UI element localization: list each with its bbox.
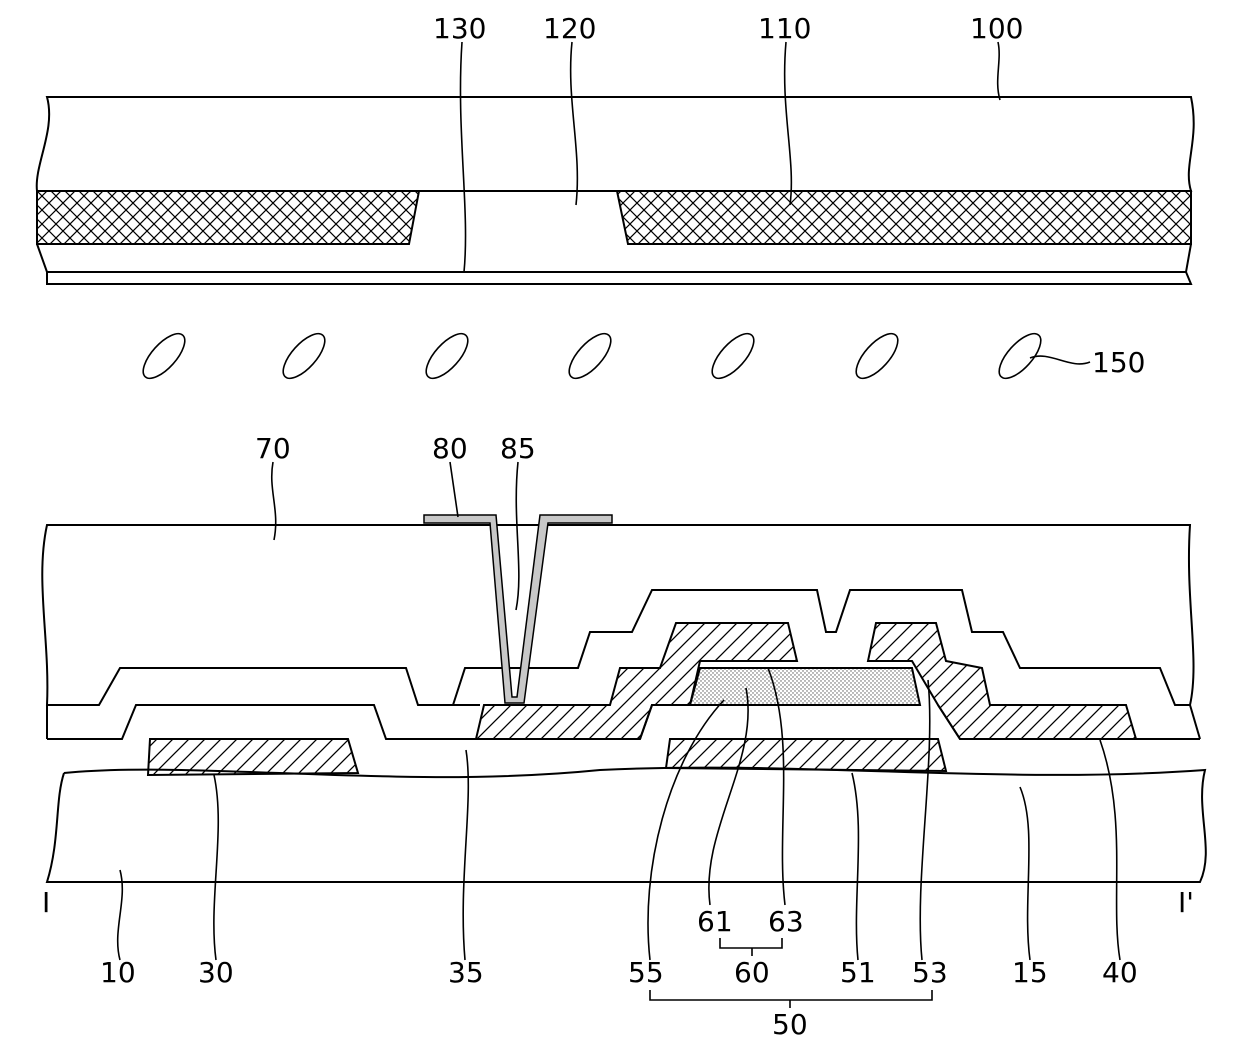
black-matrix-110-left: [37, 191, 419, 244]
label-55: 55: [628, 956, 664, 989]
label-150: 150: [1092, 346, 1145, 379]
label-61: 61: [697, 905, 733, 938]
label-40: 40: [1102, 956, 1138, 989]
label-30: 30: [198, 956, 234, 989]
color-filter-120: [37, 244, 1191, 272]
substrate-10: [47, 768, 1206, 882]
lc-molecule: [276, 327, 331, 385]
lc-molecule: [705, 327, 760, 385]
label-60: 60: [734, 956, 770, 989]
common-electrode-130: [47, 272, 1191, 284]
label-100: 100: [970, 12, 1023, 45]
lower-substrate: [42, 515, 1206, 882]
label-51: 51: [840, 956, 876, 989]
lc-molecule: [136, 327, 191, 385]
label-70: 70: [255, 432, 291, 465]
label-130: 130: [433, 12, 486, 45]
label-section-start: I: [42, 886, 50, 919]
liquid-crystal-layer: [136, 327, 1047, 385]
label-10: 10: [100, 956, 136, 989]
lc-molecule: [562, 327, 617, 385]
label-63: 63: [768, 905, 804, 938]
lc-molecule: [419, 327, 474, 385]
black-matrix-110-right: [617, 191, 1191, 244]
label-80: 80: [432, 432, 468, 465]
substrate-100: [37, 97, 1194, 191]
gate-electrode-51: [666, 739, 946, 771]
upper-substrate: [37, 97, 1194, 284]
semiconductor-60: [690, 668, 920, 705]
label-120: 120: [543, 12, 596, 45]
brace-50: [650, 990, 932, 1008]
lc-molecule: [849, 327, 904, 385]
label-35: 35: [448, 956, 484, 989]
label-110: 110: [758, 12, 811, 45]
label-53: 53: [912, 956, 948, 989]
label-50: 50: [772, 1008, 808, 1041]
label-section-end: I': [1178, 886, 1194, 919]
label-15: 15: [1012, 956, 1048, 989]
label-85: 85: [500, 432, 536, 465]
brace-60: [720, 938, 782, 956]
